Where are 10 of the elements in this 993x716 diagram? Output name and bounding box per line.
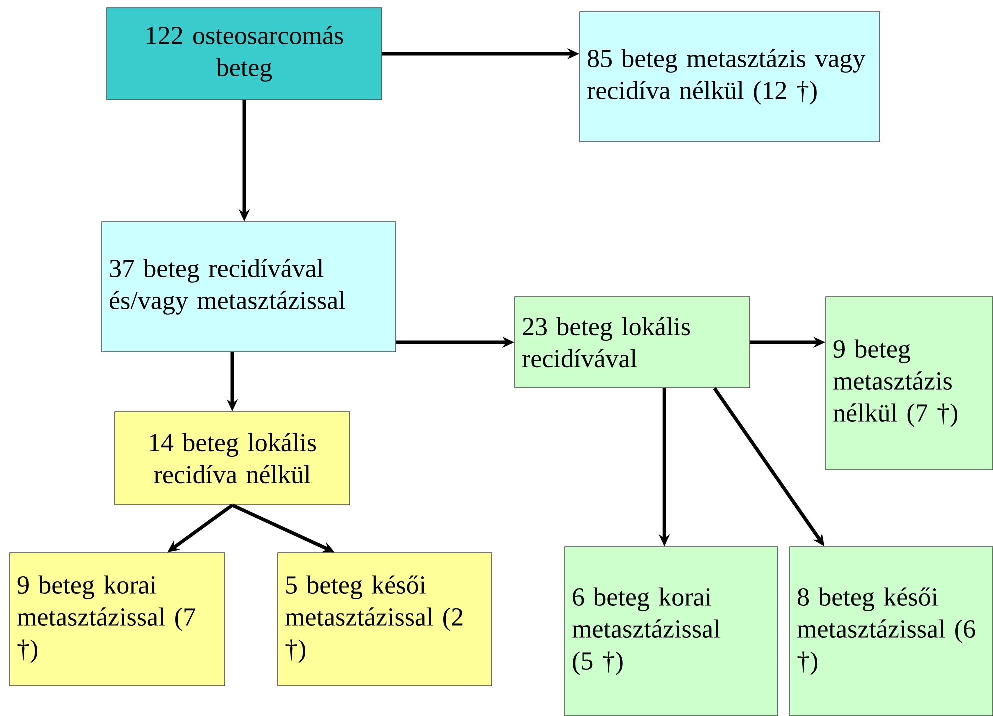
process-box: 5 beteg késői metasztázissal (2 †): [278, 552, 492, 686]
process-box: 23 beteg lokális recidívával: [514, 296, 750, 388]
process-box: 85 beteg metasztázis vagy recidíva nélkül (12 †): [580, 12, 880, 142]
process-box: 9 beteg metasztázis nélkül (7 †): [826, 296, 993, 470]
process-box: 37 beteg recidívával és/vagy metasztázissal: [102, 222, 396, 352]
process-box: 6 beteg korai metasztázissal (5 †): [564, 546, 778, 716]
process-box: 8 beteg késői metasztázissal (6 †): [790, 546, 993, 716]
process-box: 122 osteosarcomás beteg: [106, 8, 382, 100]
process-box: 14 beteg lokális recidíva nélkül: [114, 412, 350, 506]
process-box: 9 beteg korai metasztázissal (7 †): [10, 552, 226, 686]
